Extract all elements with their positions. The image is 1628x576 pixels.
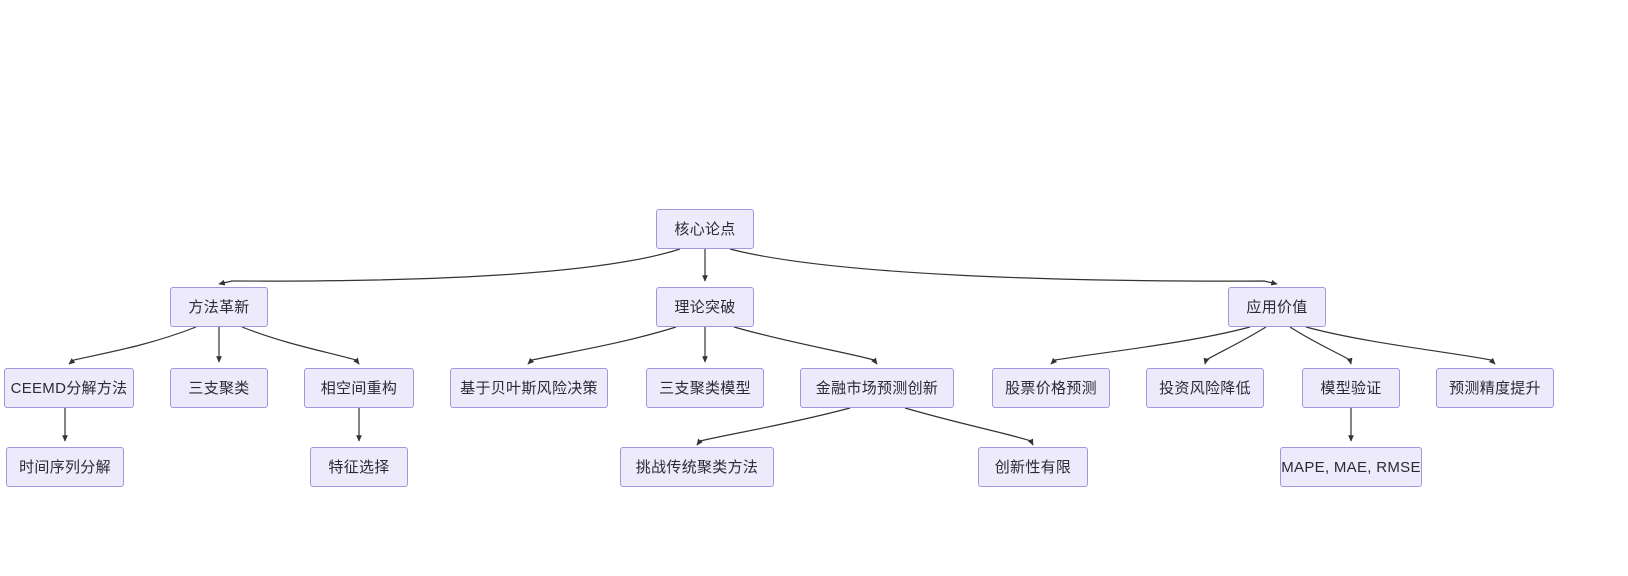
edge-l1-b-to-l2-b3 xyxy=(733,326,878,365)
node-l2-b1[interactable]: 基于贝叶斯风险决策 xyxy=(450,368,608,408)
node-l3-a1[interactable]: 时间序列分解 xyxy=(6,447,124,487)
node-label: 理论突破 xyxy=(674,298,736,316)
node-l3-b3b[interactable]: 创新性有限 xyxy=(978,447,1088,487)
node-label: 创新性有限 xyxy=(994,458,1072,476)
node-l2-c2[interactable]: 投资风险降低 xyxy=(1146,368,1264,408)
node-l3-c3[interactable]: MAPE, MAE, RMSE xyxy=(1280,447,1422,487)
node-l2-a2[interactable]: 三支聚类 xyxy=(170,368,268,408)
edge-l1-c-to-l2-c3 xyxy=(1289,326,1353,365)
node-label: 相空间重构 xyxy=(320,379,398,397)
node-label: 股票价格预测 xyxy=(1005,379,1097,397)
node-label: 挑战传统聚类方法 xyxy=(635,458,759,476)
edge-l1-c-to-l2-c1 xyxy=(1050,326,1251,365)
node-root[interactable]: 核心论点 xyxy=(656,209,754,249)
node-label: 时间序列分解 xyxy=(19,458,111,476)
node-l2-c4[interactable]: 预测精度提升 xyxy=(1436,368,1554,408)
node-l2-b2[interactable]: 三支聚类模型 xyxy=(646,368,764,408)
node-l3-a3[interactable]: 特征选择 xyxy=(310,447,408,487)
node-label: CEEMD分解方法 xyxy=(10,379,128,397)
node-label: 模型验证 xyxy=(1320,379,1382,397)
edges-group xyxy=(62,248,1496,446)
node-label: 基于贝叶斯风险决策 xyxy=(460,379,598,397)
edge-l2-b3-to-l3-b3b xyxy=(904,407,1034,446)
edge-root-to-l1-a xyxy=(218,248,681,286)
edge-l1-a-to-l2-a3 xyxy=(241,326,360,365)
edge-l1-c-to-l2-c4 xyxy=(1305,326,1496,365)
edge-root-to-l1-c xyxy=(729,248,1278,286)
node-label: 三支聚类模型 xyxy=(659,379,751,397)
node-l2-a3[interactable]: 相空间重构 xyxy=(304,368,414,408)
node-label: 金融市场预测创新 xyxy=(815,379,939,397)
node-l1-b[interactable]: 理论突破 xyxy=(656,287,754,327)
node-label: 三支聚类 xyxy=(188,379,250,397)
node-l1-a[interactable]: 方法革新 xyxy=(170,287,268,327)
node-label: 应用价值 xyxy=(1246,298,1308,316)
node-label: 特征选择 xyxy=(328,458,390,476)
node-label: 核心论点 xyxy=(674,220,736,238)
node-label: 投资风险降低 xyxy=(1159,379,1251,397)
node-l1-c[interactable]: 应用价值 xyxy=(1228,287,1326,327)
node-l2-c3[interactable]: 模型验证 xyxy=(1302,368,1400,408)
node-label: MAPE, MAE, RMSE xyxy=(1281,458,1421,476)
edge-l1-c-to-l2-c2 xyxy=(1203,326,1267,365)
node-l2-c1[interactable]: 股票价格预测 xyxy=(992,368,1110,408)
edge-l1-b-to-l2-b1 xyxy=(527,326,677,365)
edge-l1-a-to-l2-a1 xyxy=(68,326,197,365)
node-label: 方法革新 xyxy=(188,298,250,316)
node-label: 预测精度提升 xyxy=(1449,379,1541,397)
edge-l2-b3-to-l3-b3a xyxy=(696,407,851,446)
node-l2-b3[interactable]: 金融市场预测创新 xyxy=(800,368,954,408)
node-l2-a1[interactable]: CEEMD分解方法 xyxy=(4,368,134,408)
node-l3-b3a[interactable]: 挑战传统聚类方法 xyxy=(620,447,774,487)
